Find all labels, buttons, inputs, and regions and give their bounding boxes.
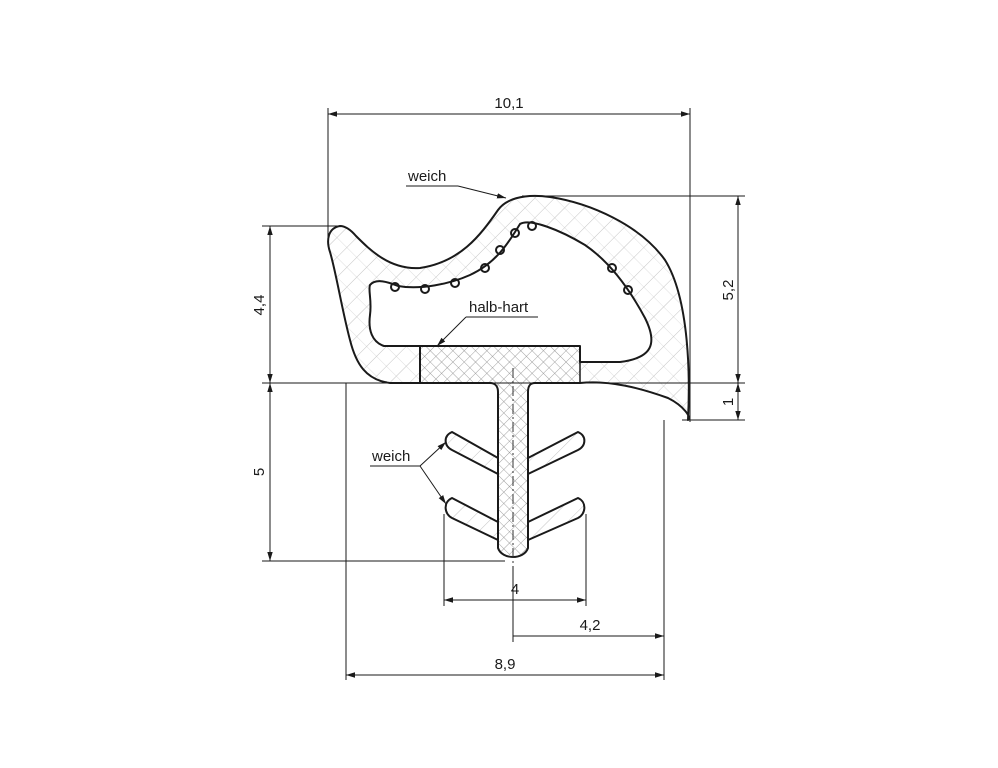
material-labels: weich halb-hart weich [370, 168, 538, 505]
fins [444, 431, 586, 541]
label-fin-material: weich [371, 448, 410, 465]
dimension-lines [267, 111, 741, 678]
label-core-material: halb-hart [469, 299, 529, 316]
soft-shell [328, 195, 690, 420]
dim-bottom-width: 8,9 [495, 656, 516, 673]
dim-top-height: 4,4 [251, 295, 268, 316]
semi-hard-core [420, 346, 580, 556]
dim-right-height: 5,2 [720, 280, 737, 301]
dim-fin-width: 4 [511, 581, 519, 598]
dim-stem-height: 5 [251, 468, 268, 476]
dim-half-width: 4,2 [580, 617, 601, 634]
dim-overall-width: 10,1 [494, 95, 523, 112]
dimension-texts: 10,1 4,4 5 5,2 1 4 4,2 8,9 [251, 95, 737, 673]
profile-outline [327, 194, 690, 566]
label-top-material: weich [407, 168, 446, 185]
extension-lines [262, 108, 745, 680]
dim-right-offset: 1 [720, 398, 737, 406]
